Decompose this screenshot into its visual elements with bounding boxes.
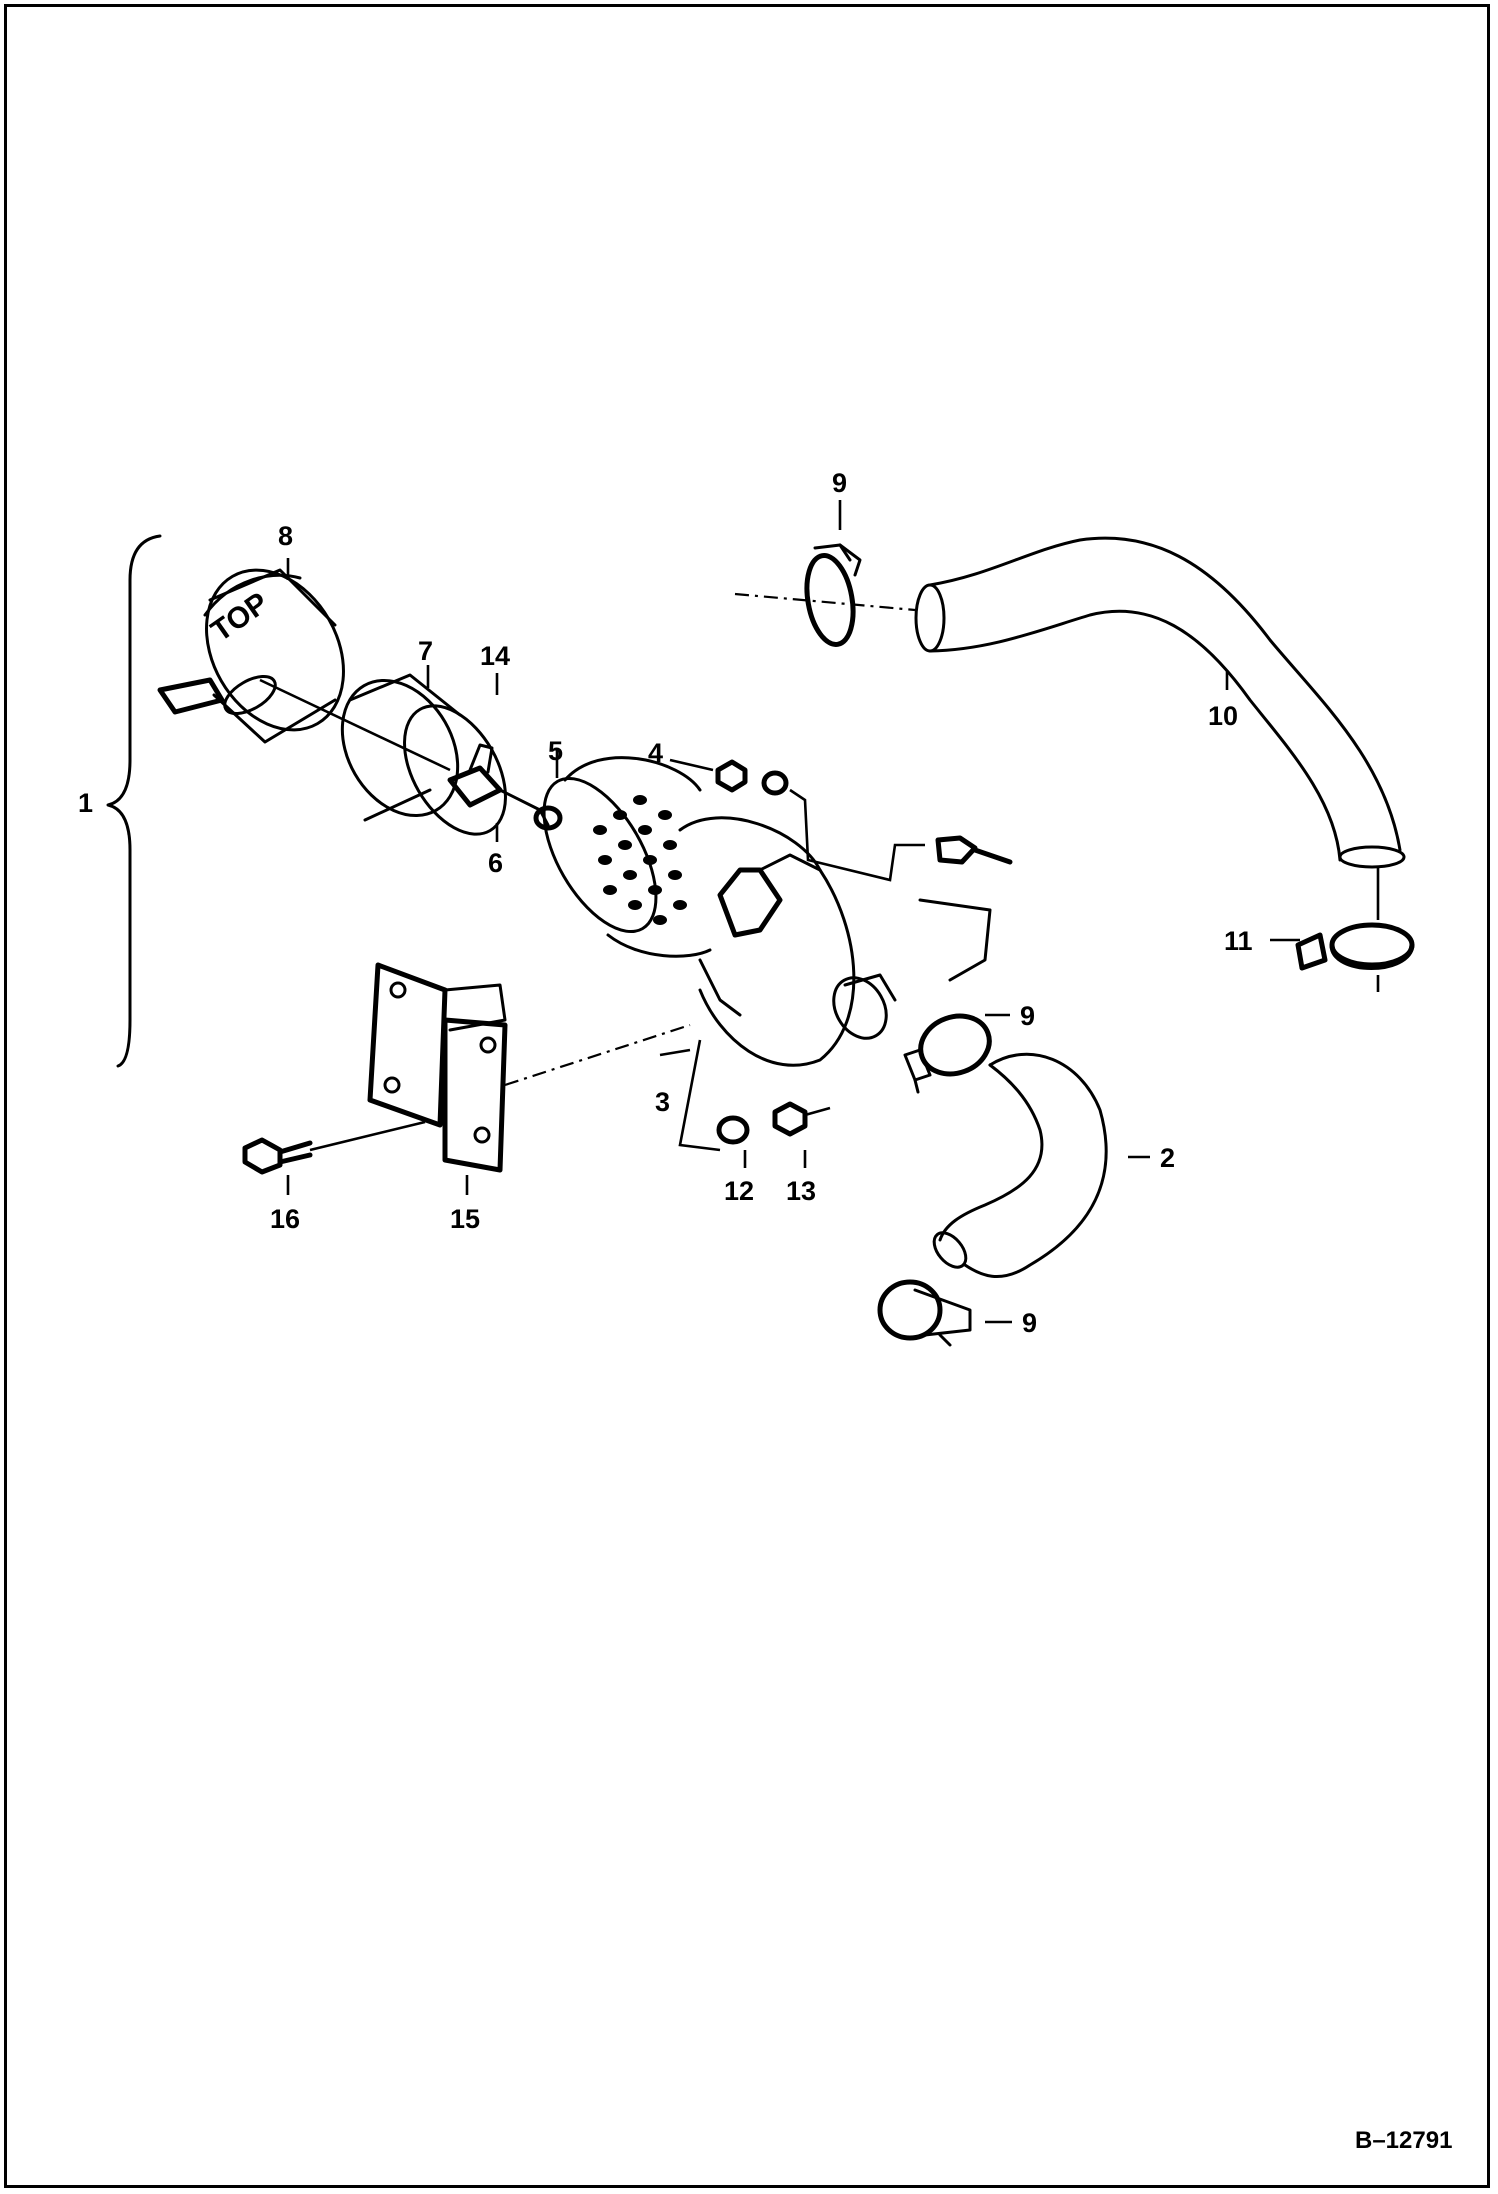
callout-15: 15	[450, 1204, 480, 1234]
part-9-hose-clamp-middle	[903, 1013, 992, 1094]
part-7-inner-filter	[340, 673, 462, 822]
part-16-bolt	[242, 1137, 313, 1175]
part-15-mounting-bracket	[367, 962, 508, 1173]
callout-leaders	[286, 500, 1300, 1324]
upper-clamp-dash	[734, 592, 916, 612]
callout-4: 4	[648, 738, 663, 768]
callout-13: 13	[786, 1176, 816, 1206]
callout-11: 11	[1224, 926, 1253, 956]
part-5-washer	[533, 805, 563, 831]
part-8-cap	[157, 568, 345, 744]
part-4-leader-line	[789, 788, 925, 882]
lower-nut-line	[804, 1106, 831, 1117]
callout-9-upper: 9	[832, 468, 847, 498]
part-3-air-cleaner-housing	[542, 756, 992, 1067]
callout-7: 7	[418, 636, 433, 666]
bracket-to-housing-dash	[504, 1023, 691, 1087]
part-9-hose-clamp-lower	[877, 1279, 972, 1347]
callout-2: 2	[1160, 1143, 1175, 1173]
callout-9-lower: 9	[1022, 1308, 1037, 1338]
callout-12: 12	[724, 1176, 754, 1206]
part-10-upper-hose	[914, 536, 1406, 869]
part-11-hose-clip	[1295, 922, 1415, 971]
part-12-washer	[716, 1115, 750, 1145]
callout-6: 6	[488, 848, 503, 878]
drawing-id: B–12791	[1355, 2127, 1452, 2154]
housing-perforations	[593, 795, 687, 925]
part-6-wing-nut	[447, 743, 550, 827]
part-4-nut-washer	[715, 759, 789, 796]
part-9-hose-clamp-upper	[804, 543, 862, 647]
assembly-brace	[106, 534, 162, 1068]
upper-mounting-bolt	[935, 835, 1013, 865]
assembly-axis	[259, 678, 451, 772]
part-13-nut	[772, 1101, 808, 1137]
callout-16: 16	[270, 1204, 300, 1234]
part-2-lower-hose	[932, 1052, 1108, 1279]
callout-8: 8	[278, 521, 293, 551]
lower-mounting-leader	[678, 1039, 721, 1152]
callout-1: 1	[78, 788, 93, 818]
bolt-to-bracket-line	[309, 1120, 426, 1152]
callout-14: 14	[480, 641, 510, 671]
callout-5: 5	[548, 736, 563, 766]
callout-10: 10	[1208, 701, 1238, 731]
part-14-o-ring	[403, 704, 507, 836]
drawing-frame	[4, 4, 1490, 2188]
callout-9-middle: 9	[1020, 1001, 1035, 1031]
callout-3: 3	[655, 1087, 670, 1117]
